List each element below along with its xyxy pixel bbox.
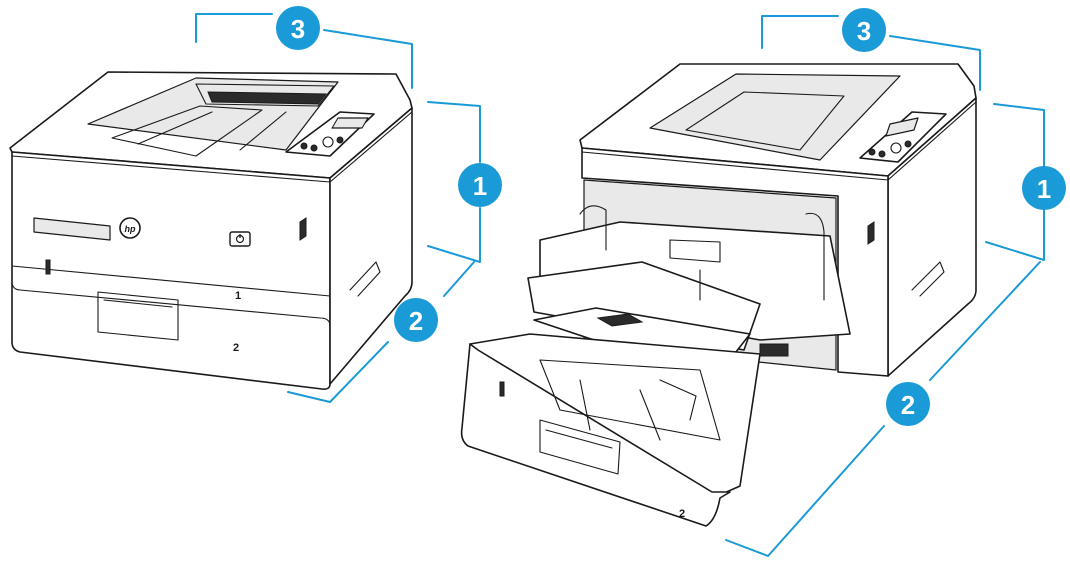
dimension-lines	[195, 13, 1045, 557]
callout-height-right: 1	[1022, 166, 1066, 210]
svg-text:3: 3	[857, 16, 871, 46]
printer-closed: hp 1 2	[9, 71, 413, 390]
printer-open: 2	[460, 63, 977, 527]
callout-depth-left: 2	[394, 298, 438, 342]
model-label-plate	[33, 217, 111, 241]
callout-depth-right: 2	[886, 382, 930, 426]
callout-width-right: 3	[842, 8, 886, 52]
hp-logo-icon: hp	[119, 217, 141, 239]
power-icon	[229, 231, 251, 247]
callout-width-left: 3	[276, 6, 320, 50]
tray2-number-open: 2	[679, 508, 685, 520]
tray1-number: 1	[235, 290, 241, 302]
svg-text:3: 3	[291, 14, 305, 44]
tray2-number: 2	[233, 342, 239, 354]
svg-text:2: 2	[901, 390, 915, 420]
svg-text:1: 1	[473, 171, 487, 201]
control-buttons-open	[868, 140, 912, 158]
svg-text:1: 1	[1037, 174, 1051, 204]
callout-height-left: 1	[458, 163, 502, 207]
control-buttons	[300, 136, 344, 152]
svg-text:hp: hp	[125, 224, 136, 234]
svg-text:2: 2	[409, 306, 423, 336]
